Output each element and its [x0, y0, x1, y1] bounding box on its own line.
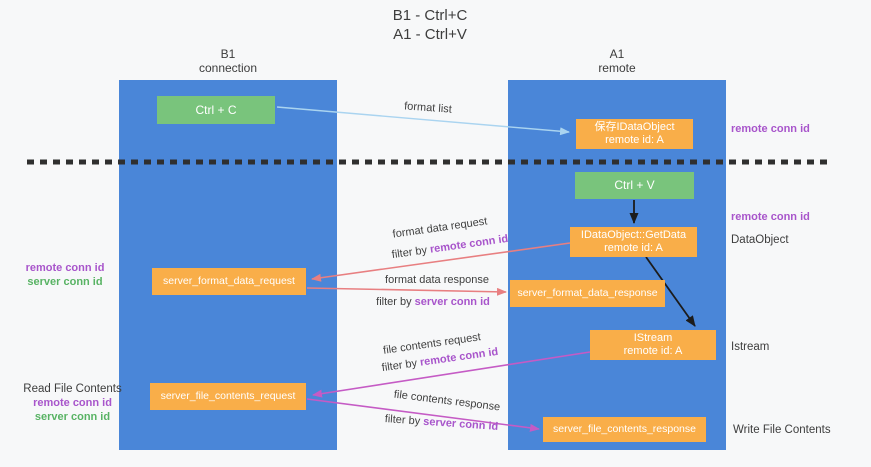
node-istream-line2: remote id: A — [623, 345, 683, 357]
label-remote-conn-id-top-right: remote conn id — [731, 123, 810, 135]
label-block-format-ids: remote conn id server conn id — [0, 261, 130, 289]
remote-conn-id-text: remote conn id — [429, 232, 509, 256]
label-write-file-contents: Write File Contents — [733, 424, 831, 436]
node-ctrl-c-label: Ctrl + C — [195, 102, 237, 117]
node-ctrl-v: Ctrl + V — [575, 172, 694, 199]
label-block-file-ids: Read File Contents remote conn id server… — [0, 382, 145, 424]
node-server-file-contents-request-label: server_file_contents_request — [160, 390, 296, 402]
filter-by-text: filter by — [384, 413, 424, 428]
node-server-format-data-response-label: server_format_data_response — [517, 287, 658, 299]
node-server-format-data-request: server_format_data_request — [152, 268, 306, 295]
label-remote-conn-id-left: remote conn id — [25, 262, 105, 274]
arrow-label-filter-server-2: filter by server conn id — [374, 412, 510, 433]
column-header-a1: A1 remote — [508, 47, 726, 75]
node-server-file-contents-response-label: server_file_contents_response — [552, 423, 696, 435]
column-a1-name: A1 — [609, 47, 625, 61]
filter-by-text: filter by — [381, 356, 421, 375]
node-istream: IStream remote id: A — [590, 330, 716, 360]
label-dataobject: DataObject — [731, 234, 789, 246]
node-save-dataobject-line1: 保存IDataObject — [594, 121, 675, 133]
label-server-conn-id-left: server conn id — [27, 276, 103, 288]
node-server-file-contents-request: server_file_contents_request — [150, 383, 306, 410]
column-header-b1: B1 connection — [119, 47, 337, 75]
label-read-file-contents: Read File Contents — [23, 383, 122, 395]
server-conn-id-text: server conn id — [422, 415, 499, 433]
arrow-label-format-list: format list — [403, 100, 453, 116]
node-istream-line1: IStream — [633, 332, 673, 344]
node-getdata-line2: remote id: A — [604, 242, 663, 254]
title-line-2: A1 - Ctrl+V — [393, 26, 467, 43]
filter-by-text: filter by — [391, 243, 431, 262]
node-save-dataobject-line2: remote id: A — [605, 134, 664, 146]
arrow-label-filter-server-1: filter by server conn id — [368, 296, 498, 308]
label-server-conn-id-bottom-left: server conn id — [34, 411, 111, 423]
arrow-label-format-data-response: format data response — [385, 274, 489, 286]
node-server-file-contents-response: server_file_contents_response — [543, 417, 706, 442]
node-idataobject-getdata: IDataObject::GetData remote id: A — [570, 227, 697, 257]
server-conn-id-text: server conn id — [414, 296, 490, 308]
label-remote-conn-id-bottom-left: remote conn id — [33, 397, 112, 409]
column-b1-name: B1 — [220, 47, 236, 61]
node-server-format-data-request-label: server_format_data_request — [163, 275, 295, 287]
node-ctrl-v-label: Ctrl + V — [614, 178, 655, 192]
title-line-1: B1 - Ctrl+C — [392, 7, 468, 24]
label-remote-conn-id-mid-right: remote conn id — [731, 211, 810, 223]
diagram-title: B1 - Ctrl+C A1 - Ctrl+V — [330, 6, 530, 44]
node-server-format-data-response: server_format_data_response — [510, 280, 665, 307]
label-istream: Istream — [731, 341, 770, 353]
node-save-dataobject: 保存IDataObject remote id: A — [576, 119, 693, 149]
node-ctrl-c: Ctrl + C — [157, 96, 275, 124]
column-a1-role: remote — [598, 61, 636, 75]
node-getdata-line1: IDataObject::GetData — [580, 229, 687, 241]
column-b1-role: connection — [198, 61, 258, 75]
arrow-label-file-contents-response: file contents response — [393, 388, 501, 414]
filter-by-text: filter by — [376, 296, 415, 308]
